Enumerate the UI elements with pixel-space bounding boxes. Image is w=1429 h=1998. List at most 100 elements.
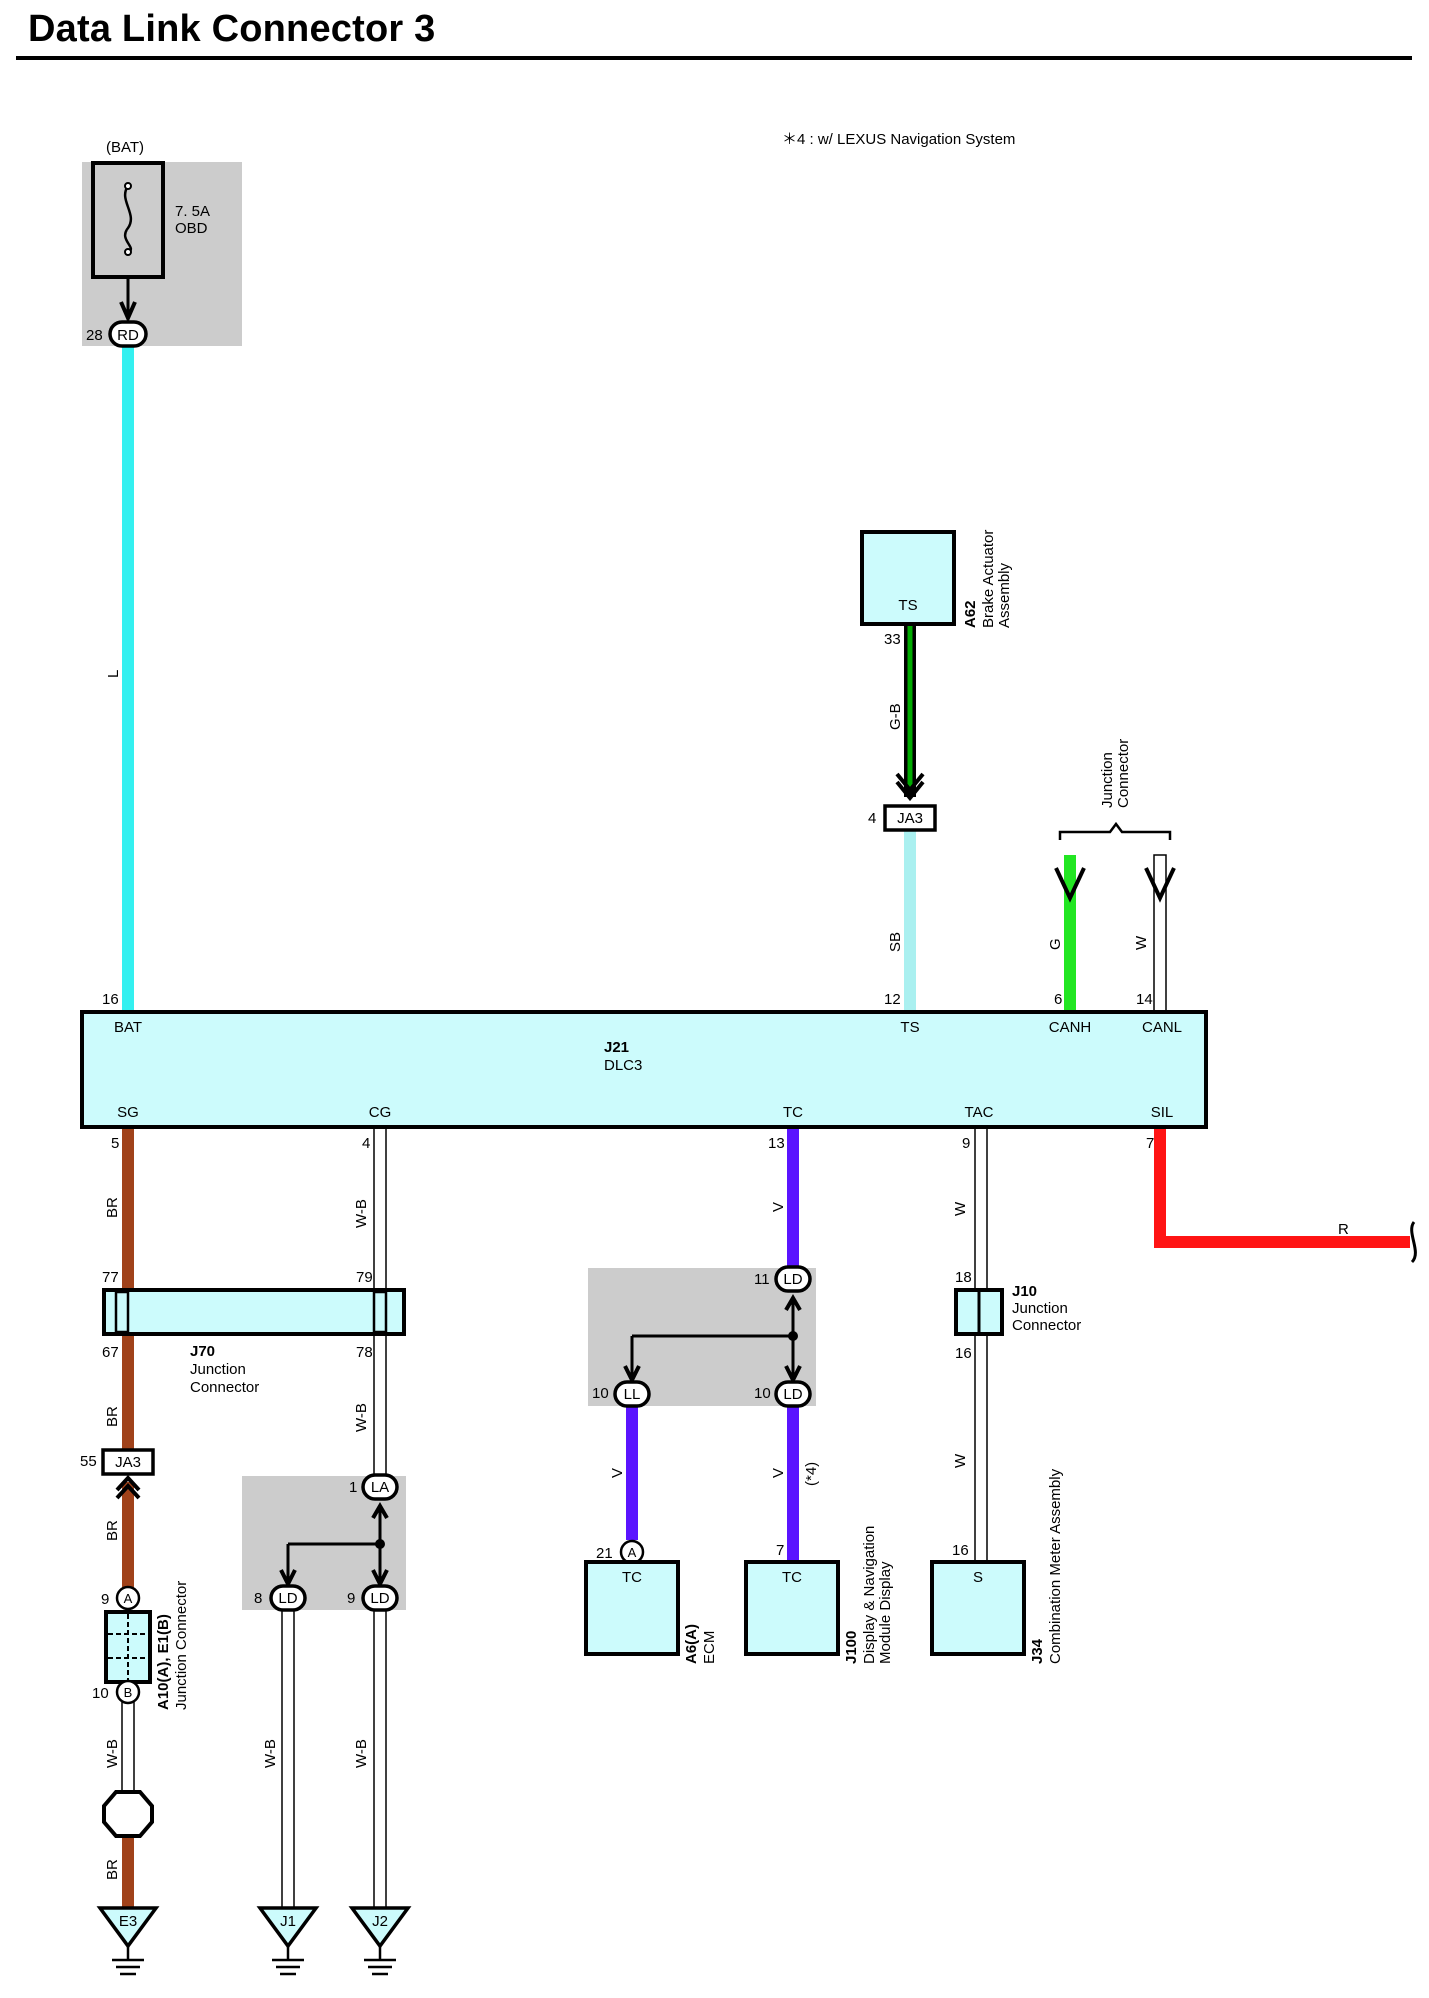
j70-pin-67: 67 <box>102 1344 119 1361</box>
ja3-top-connector <box>883 804 937 832</box>
j70-pin-77: 77 <box>102 1269 119 1286</box>
dlc3-pin-tc: 13 <box>768 1135 785 1152</box>
j70-code: J70 <box>190 1343 215 1360</box>
wire-sil-break <box>1410 1221 1417 1264</box>
la-splice-left-label: LD <box>278 1590 297 1607</box>
brake-actuator-code: A62 <box>962 600 979 628</box>
j34-terminal: S <box>973 1569 983 1586</box>
ecm-pin-label: A <box>628 1545 637 1560</box>
dlc3-pin-sil: 7 <box>1146 1135 1154 1152</box>
j70-pin-cell-left <box>114 1290 130 1334</box>
canh-arrow <box>1054 867 1086 903</box>
wire-label-bat: L <box>105 670 122 678</box>
dlc3-pin-bat: 16 <box>102 991 119 1008</box>
fuse-connector-label: RD <box>117 327 139 344</box>
wire-canl <box>1153 854 1167 1013</box>
la-splice-node <box>375 1539 385 1549</box>
ld-splice-node <box>788 1331 798 1341</box>
a10-pin-a-label: A <box>124 1591 133 1606</box>
brake-actuator-name-1: Brake Actuator <box>980 530 997 628</box>
la-splice-right-label: LD <box>370 1590 389 1607</box>
ja3-bottom-up-arrow-2 <box>115 1483 141 1500</box>
j34-code: J34 <box>1029 1638 1046 1664</box>
wire-label-j1: W-B <box>262 1739 279 1768</box>
wire-label-sg: BR <box>104 1197 121 1218</box>
wire-label-ts: SB <box>887 932 904 952</box>
a10-pin-b-label: B <box>124 1685 133 1700</box>
dlc3-label-tac: TAC <box>965 1104 994 1121</box>
navigation-note: ＊4 : w/ LEXUS Navigation System <box>782 131 1015 148</box>
ld-splice-right-label: LD <box>783 1386 802 1403</box>
title-rule <box>16 56 1412 60</box>
ja3-bottom-pin: 55 <box>80 1453 97 1470</box>
wire-label-ts-upper: G-B <box>887 703 904 730</box>
j70-name-1: Junction <box>190 1361 246 1378</box>
la-splice-top-label: LA <box>371 1479 389 1496</box>
brake-actuator-pin: 33 <box>884 631 901 648</box>
ecm-box <box>584 1560 680 1656</box>
ground-j2-label: J2 <box>372 1913 388 1930</box>
ground-e3: E3 <box>96 1906 160 1976</box>
fuse-icon <box>123 185 133 254</box>
ld-splice-right-connector <box>774 1380 812 1408</box>
la-splice-top-pin: 1 <box>349 1479 357 1496</box>
wire-j1 <box>281 1609 295 1909</box>
a10-pin-a: 9 <box>101 1591 109 1608</box>
ecm-code: A6(A) <box>683 1624 700 1664</box>
fuse-supply-label: (BAT) <box>106 139 144 156</box>
ground-splice-octagon <box>102 1790 154 1838</box>
j10-pin-16: 16 <box>955 1345 972 1362</box>
dlc3-label-canh: CANH <box>1049 1019 1092 1036</box>
dlc3-pin-canh: 6 <box>1054 991 1062 1008</box>
wire-label-sg-after-ja3: BR <box>104 1520 121 1541</box>
j100-pin: 7 <box>776 1542 784 1559</box>
ld-splice-left-pin: 10 <box>592 1385 609 1402</box>
ecm-name: ECM <box>701 1631 718 1664</box>
j34-name: Combination Meter Assembly <box>1047 1468 1064 1664</box>
la-splice-top-connector <box>361 1473 399 1501</box>
a10-pin-b: 10 <box>92 1685 109 1702</box>
dlc3-label-sil: SIL <box>1151 1104 1174 1121</box>
brake-actuator-terminal: TS <box>898 597 917 614</box>
dlc3-label-sg: SG <box>117 1104 139 1121</box>
dlc3-label-bat: BAT <box>114 1019 142 1036</box>
ground-j1-label: J1 <box>280 1913 296 1930</box>
wire-label-tac-lower: W <box>952 1453 969 1468</box>
wire-label-sg-ground: BR <box>104 1859 121 1880</box>
dlc3-code: J21 <box>604 1039 629 1056</box>
a10-pin-a-marker <box>115 1585 141 1611</box>
fuse-terminal-top <box>124 182 132 190</box>
la-splice-right-arrow <box>371 1569 389 1589</box>
page-title: Data Link Connector 3 <box>28 8 436 50</box>
wire-tac-lower <box>974 1333 988 1563</box>
dlc3-label-canl: CANL <box>1142 1019 1182 1036</box>
dlc3-label-tc: TC <box>783 1104 803 1121</box>
wire-label-sil: R <box>1338 1221 1349 1238</box>
wire-label-canl: W <box>1133 935 1150 950</box>
fuse-terminal-bottom <box>124 248 132 256</box>
wire-tac <box>974 1126 988 1291</box>
wire-j2 <box>373 1609 387 1909</box>
ld-splice-left-connector <box>613 1380 651 1408</box>
dlc3-pin-cg: 4 <box>362 1135 370 1152</box>
a10-code: A10(A), E1(B) <box>155 1614 172 1710</box>
j100-name-1: Display & Navigation <box>861 1526 878 1664</box>
dlc3-pin-tac: 9 <box>962 1135 970 1152</box>
fuse-pin: 28 <box>86 327 103 344</box>
ja3-top-arrow <box>895 780 925 802</box>
wire-label-tac: W <box>952 1201 969 1216</box>
j100-box <box>744 1560 840 1656</box>
j100-name-2: Module Display <box>877 1561 894 1664</box>
j10-name-2: Connector <box>1012 1317 1081 1334</box>
ja3-top-arrow-2 <box>895 772 925 794</box>
dlc3-label-cg: CG <box>369 1104 392 1121</box>
ja3-top-pin: 4 <box>868 810 876 827</box>
a10-name: Junction Connector <box>173 1581 190 1710</box>
fuse-rating: 7. 5A <box>175 203 210 220</box>
ground-e3-label: E3 <box>119 1913 137 1930</box>
can-junction-brace <box>1058 821 1172 840</box>
can-junction-label-2: Connector <box>1115 739 1132 808</box>
wire-label-nav-note: (*4) <box>803 1462 820 1486</box>
ecm-pin: 21 <box>596 1545 613 1562</box>
